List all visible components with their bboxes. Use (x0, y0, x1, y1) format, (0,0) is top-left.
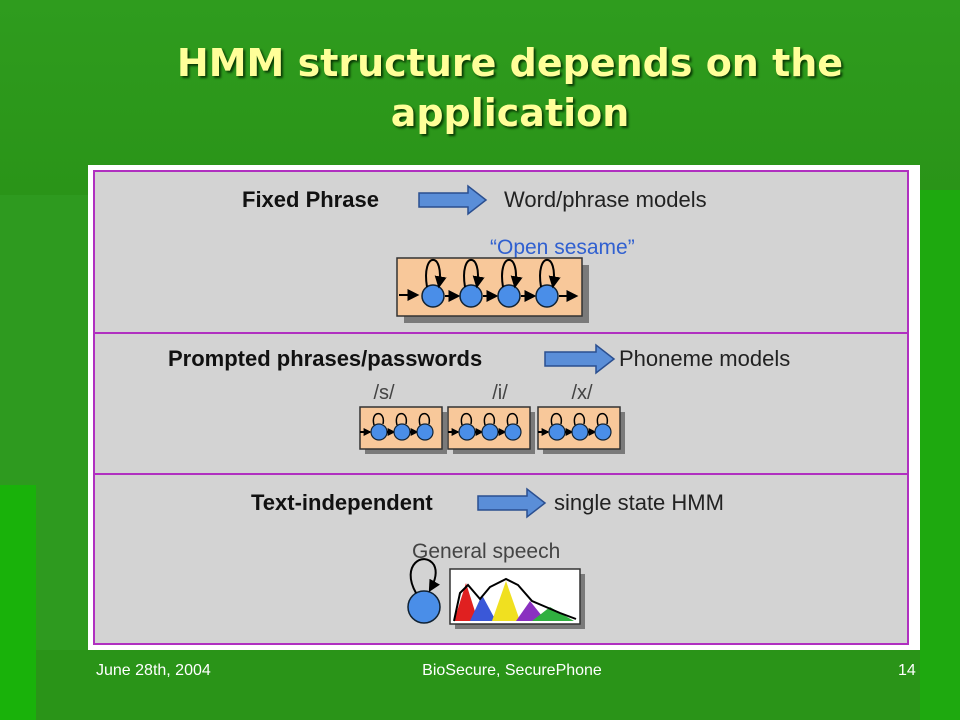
phrase-caption: “Open sesame” (490, 236, 635, 259)
section-heading: Fixed Phrase (242, 187, 379, 212)
word-model-icon (396, 257, 589, 323)
slide-background-left (0, 485, 36, 720)
single-state-hmm-icon (407, 558, 441, 624)
phoneme-label: /x/ (571, 382, 593, 404)
slide-background-bottom (36, 650, 920, 720)
phoneme-model-icon (359, 406, 447, 454)
phoneme-model-icon (537, 406, 625, 454)
hmm-diagram: Fixed Phrase Word/phrase models “Open se… (88, 165, 920, 650)
phoneme-model-icon (447, 406, 535, 454)
right-arrow-icon (477, 487, 547, 519)
slide-background-top (0, 0, 960, 195)
page-number: 14 (898, 662, 916, 679)
section-result: single state HMM (554, 490, 724, 515)
phoneme-label: /i/ (492, 382, 508, 404)
speech-caption: General speech (412, 540, 560, 563)
slide-background-right (920, 190, 960, 720)
speech-spectrum-icon (449, 568, 585, 629)
right-arrow-icon (544, 343, 616, 375)
right-arrow-icon (418, 184, 488, 216)
section-text-independent: Text-independent single state HMM Genera… (251, 487, 724, 629)
section-heading: Text-independent (251, 490, 433, 515)
slide-title: HMM structure depends on the application (176, 41, 844, 135)
section-prompted-phrases: Prompted phrases/passwords Phoneme model… (168, 343, 790, 454)
section-heading: Prompted phrases/passwords (168, 346, 482, 371)
footer-date: June 28th, 2004 (96, 662, 211, 679)
phoneme-label: /s/ (373, 382, 395, 404)
footer-center: BioSecure, SecurePhone (422, 662, 602, 679)
section-result: Word/phrase models (504, 187, 707, 212)
section-fixed-phrase: Fixed Phrase Word/phrase models “Open se… (242, 184, 707, 323)
section-result: Phoneme models (619, 346, 790, 371)
